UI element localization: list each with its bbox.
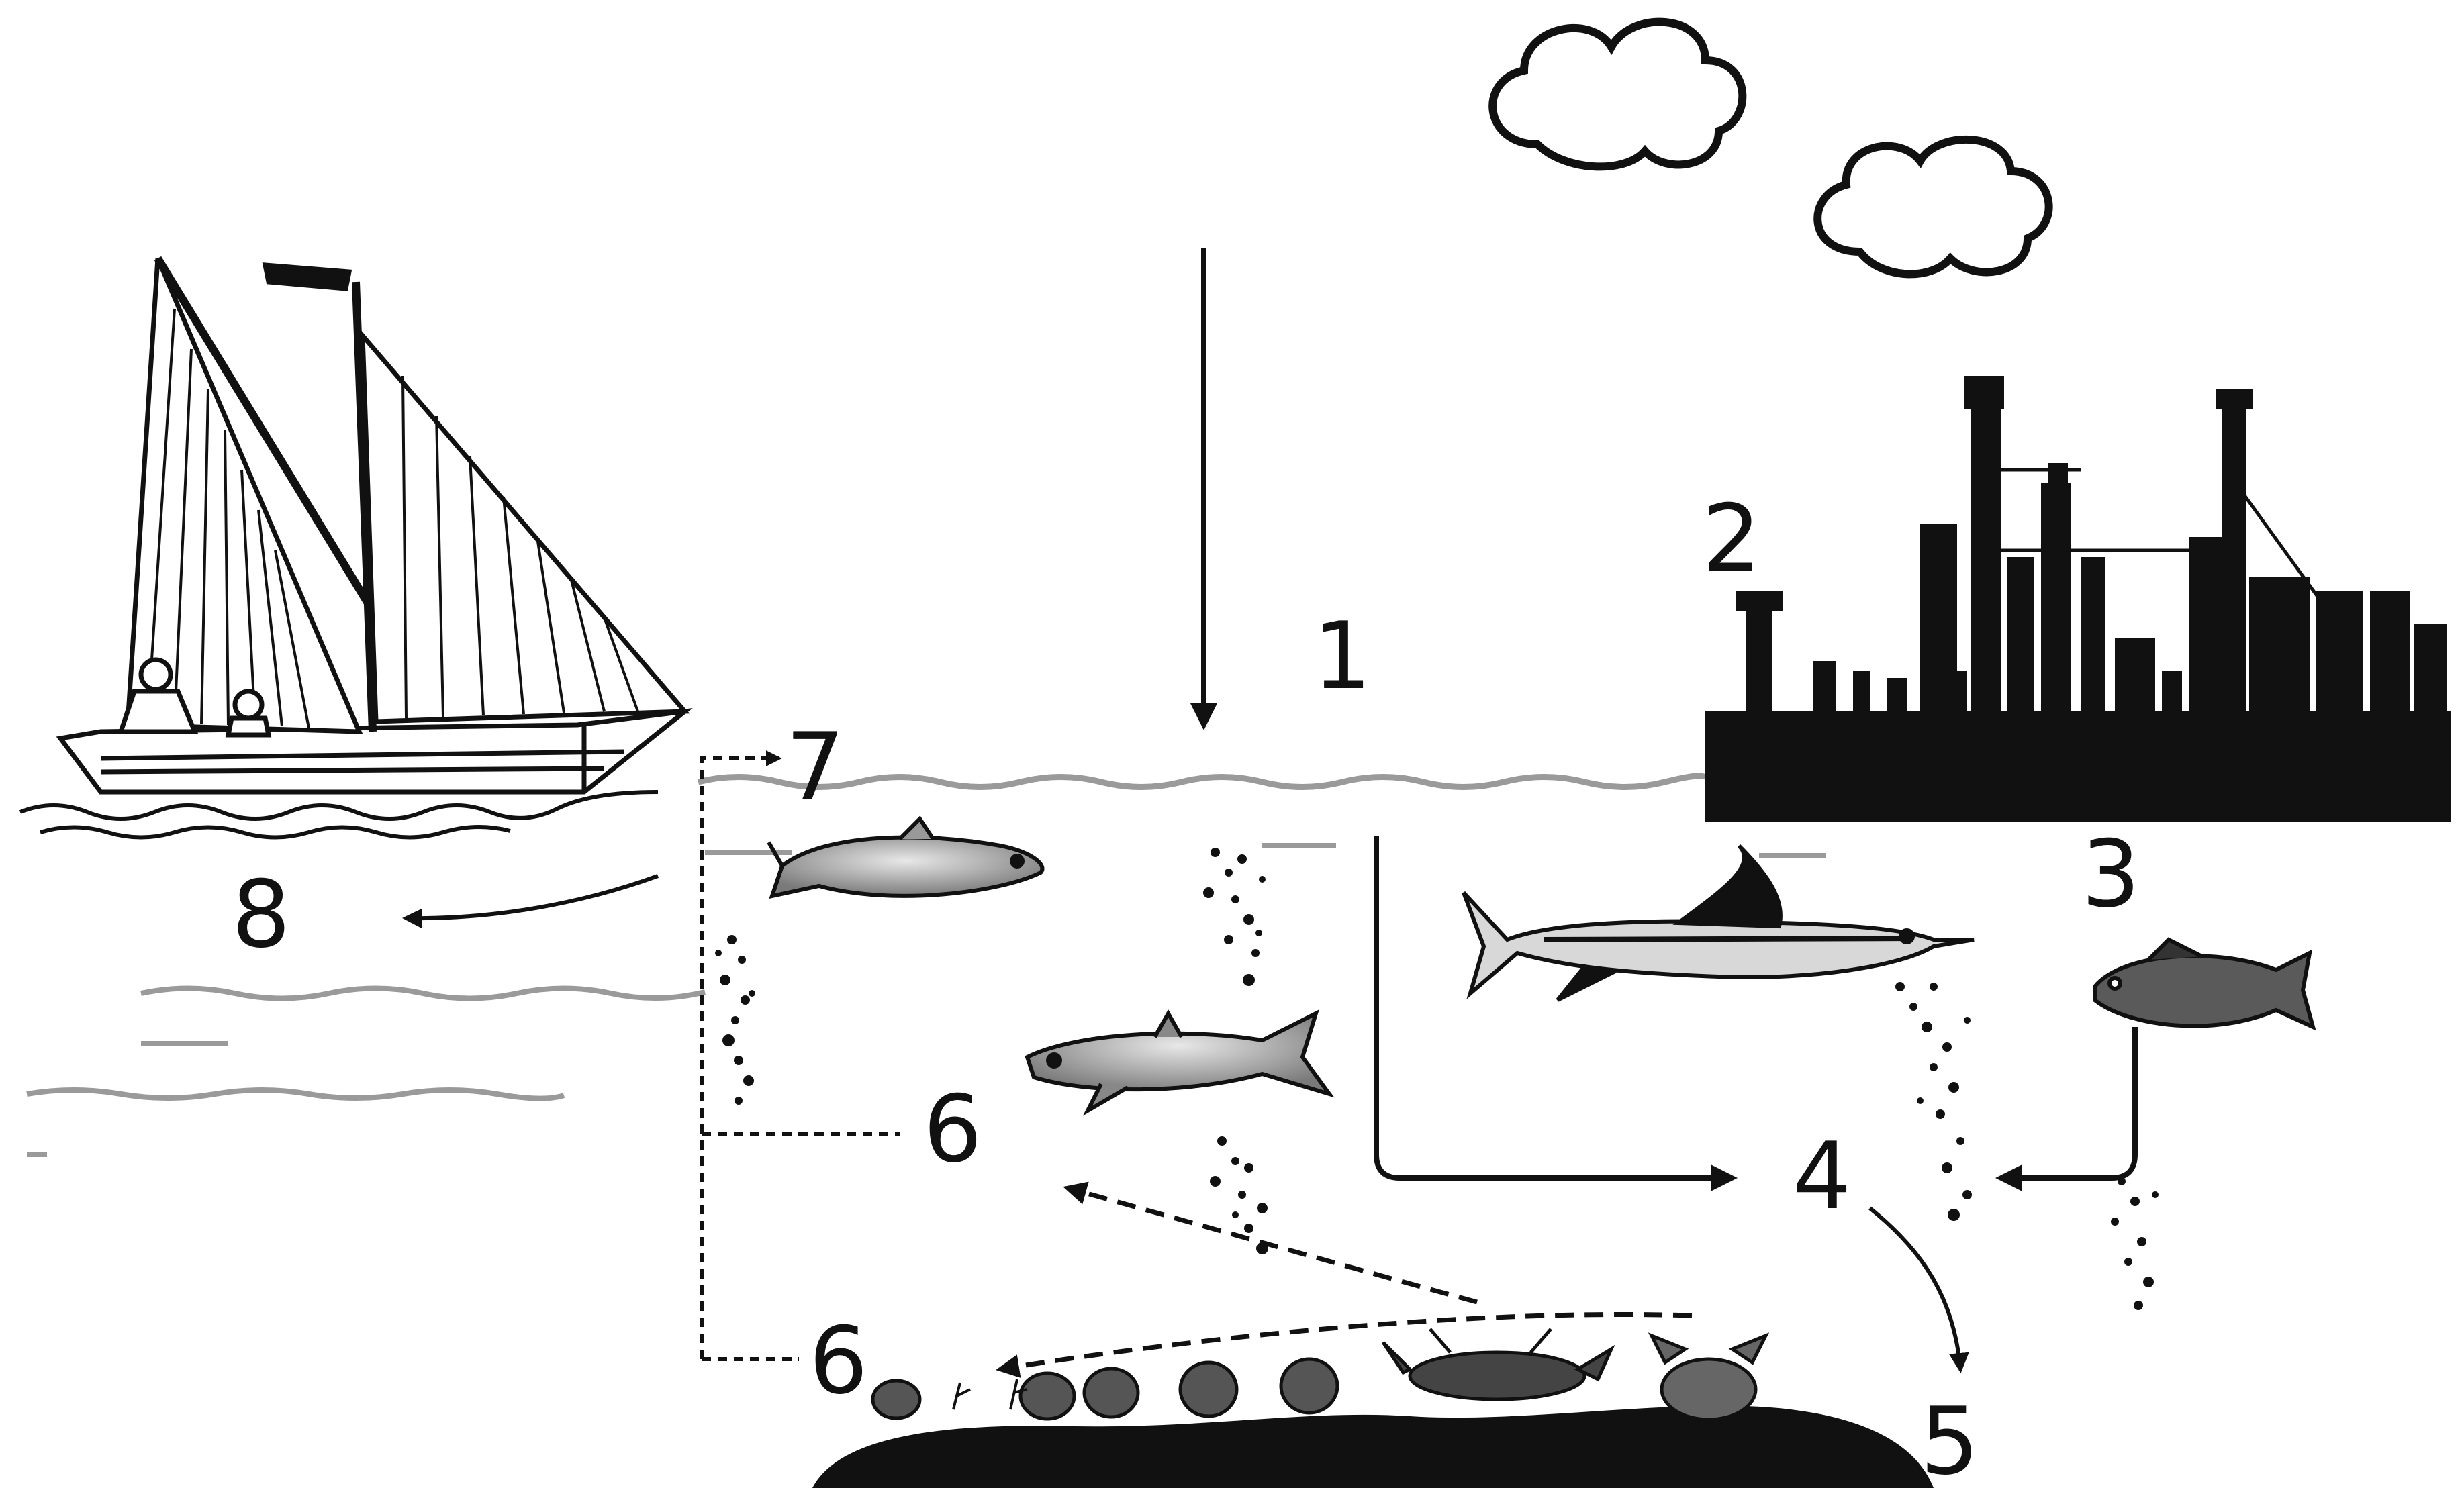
label-7: 7	[786, 713, 845, 821]
fish-to-4-arrow	[1995, 1027, 2138, 1191]
label-8: 8	[232, 860, 291, 969]
sailboat	[19, 256, 693, 840]
lobster	[1381, 1328, 1615, 1401]
swordfish	[1462, 844, 1975, 1002]
sea-surface-line	[697, 773, 1709, 790]
mullet-fish	[1025, 1009, 1335, 1116]
perch-fish	[2093, 937, 2316, 1031]
water-wave-lines	[26, 843, 1826, 1157]
pollutant-particles	[715, 848, 2159, 1310]
cloud-icon	[1488, 17, 1747, 171]
herring-fish	[767, 815, 1045, 899]
label-5: 5	[1920, 1387, 1979, 1488]
fishing-harvest-arrow	[402, 874, 659, 929]
label-1: 1	[1313, 602, 1372, 710]
crab	[1648, 1332, 1770, 1422]
label-4: 4	[1793, 1122, 1852, 1230]
label-6-seabed: 6	[809, 1307, 868, 1415]
to-sediment-arrow	[1868, 1206, 1969, 1373]
label-2: 2	[1702, 485, 1761, 593]
label-3: 3	[2081, 820, 2140, 928]
factory-refinery	[1705, 376, 2451, 822]
seabed	[812, 1328, 1934, 1488]
dotted-transfer-lines	[700, 750, 900, 1361]
dashed-resuspension-arrows	[996, 1181, 1693, 1378]
label-6-water: 6	[923, 1075, 982, 1183]
cloud-icon	[1813, 135, 2053, 279]
runoff-arrow	[1374, 836, 1738, 1191]
